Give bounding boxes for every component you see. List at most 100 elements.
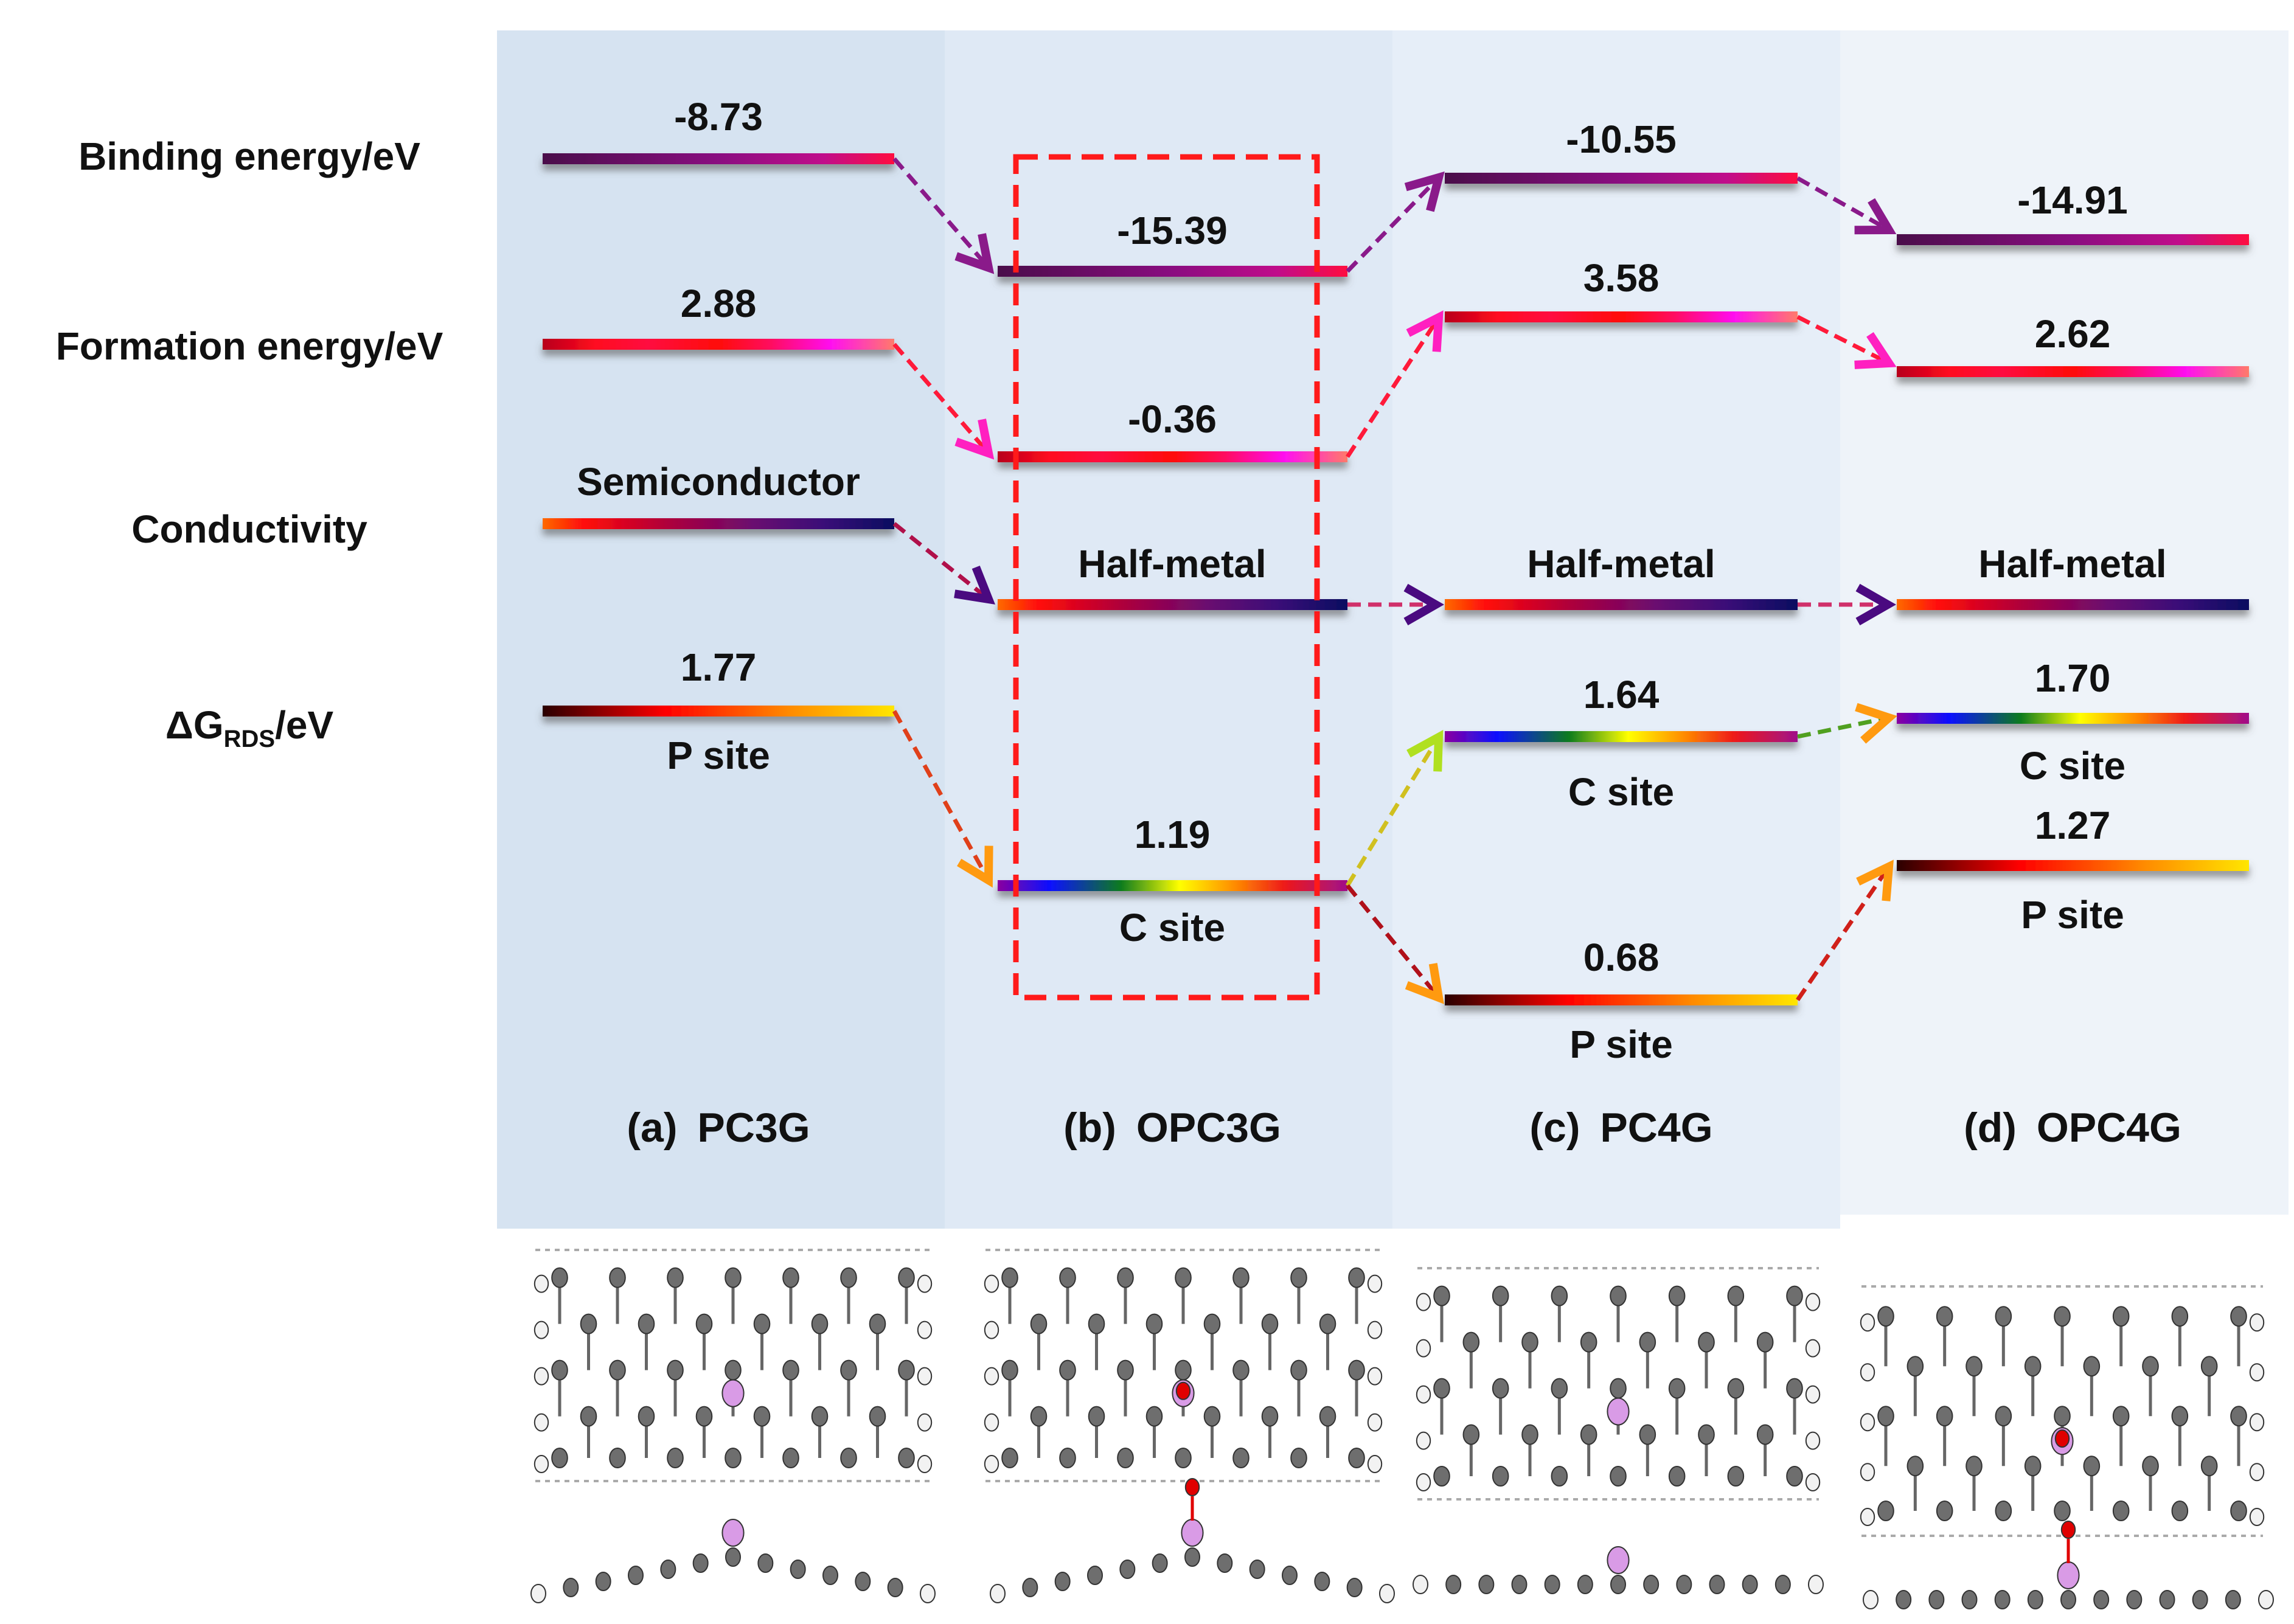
carbon-atom <box>1580 1424 1597 1445</box>
carbon-atom <box>1928 1590 1945 1609</box>
carbon-atom <box>753 1406 771 1427</box>
carbon-atom <box>1610 1285 1627 1306</box>
carbon-atom <box>2024 1456 2042 1477</box>
binding-energy-levels <box>543 153 2249 277</box>
hydrogen-atom <box>1379 1584 1395 1603</box>
carbon-atom <box>840 1359 857 1381</box>
row-label-binding: Binding energy/eV <box>78 134 420 178</box>
panel-label-c: (c) PC4G <box>1529 1105 1713 1151</box>
dg-symbol: ΔG <box>165 703 224 747</box>
carbon-atom <box>1261 1313 1279 1334</box>
carbon-atom <box>1727 1466 1745 1487</box>
hydrogen-atom <box>1860 1463 1875 1482</box>
hydrogen-atom <box>917 1274 933 1293</box>
hydrogen-atom <box>1367 1274 1383 1293</box>
carbon-atom <box>1961 1590 1978 1609</box>
carbon-atom <box>2060 1590 2076 1609</box>
value-binding-c: -10.55 <box>1566 117 1677 161</box>
carbon-atom <box>2142 1456 2159 1477</box>
carbon-atom <box>1639 1331 1656 1353</box>
hydrogen-atom <box>917 1413 933 1432</box>
hydrogen-atom <box>984 1413 999 1432</box>
carbon-atom <box>1786 1466 1803 1487</box>
value-conductivity-c: Half-metal <box>1527 542 1715 586</box>
carbon-atom <box>695 1313 713 1334</box>
carbon-atom <box>1966 1456 1983 1477</box>
hydrogen-atom <box>1805 1339 1821 1358</box>
hydrogen-atom <box>1805 1293 1821 1311</box>
carbon-atom <box>1319 1313 1336 1334</box>
carbon-atom <box>595 1572 611 1591</box>
hydrogen-atom <box>534 1367 549 1386</box>
carbon-atom <box>1966 1356 1983 1377</box>
carbon-atom <box>1492 1466 1509 1487</box>
panel-label-b: (b) OPC3G <box>1063 1105 1281 1151</box>
carbon-atom <box>638 1313 655 1334</box>
carbon-atom <box>609 1448 626 1468</box>
hydrogen-atom <box>530 1584 546 1603</box>
carbon-atom <box>1203 1406 1221 1427</box>
carbon-atom <box>1249 1560 1265 1579</box>
carbon-atom <box>1462 1331 1480 1353</box>
carbon-atom <box>1676 1575 1692 1594</box>
carbon-atom <box>1709 1575 1725 1594</box>
panel-label-d: (d) OPC4G <box>1964 1105 2181 1151</box>
carbon-atom <box>1511 1575 1528 1594</box>
carbon-atom <box>1232 1448 1250 1468</box>
hydrogen-atom <box>2249 1363 2265 1382</box>
carbon-atom <box>580 1406 597 1427</box>
hydrogen-atom <box>1367 1367 1383 1386</box>
carbon-atom <box>1786 1378 1803 1399</box>
value-binding-b: -15.39 <box>1117 209 1228 252</box>
site-dg-c-csite: C site <box>1568 770 1675 814</box>
carbon-atom <box>2230 1501 2247 1521</box>
site-dg-a: P site <box>667 734 770 777</box>
carbon-atom <box>1462 1424 1480 1445</box>
phosphorus-atom <box>2057 1561 2080 1589</box>
carbon-atom <box>563 1578 579 1597</box>
carbon-atom <box>1756 1331 1774 1353</box>
hydrogen-atom <box>1808 1575 1824 1594</box>
carbon-atom <box>869 1313 886 1334</box>
row-label-dg-rds: ΔGRDS/eV <box>165 703 333 753</box>
carbon-atom <box>1668 1466 1686 1487</box>
hydrogen-atom <box>1413 1575 1428 1594</box>
carbon-atom <box>1088 1313 1105 1334</box>
carbon-atom <box>1290 1267 1307 1288</box>
carbon-atom <box>2192 1590 2208 1609</box>
carbon-atom <box>1896 1590 1912 1609</box>
phosphorus-atom <box>1181 1519 1204 1547</box>
carbon-atom <box>1492 1378 1509 1399</box>
value-dg-b: 1.19 <box>1134 813 1211 856</box>
oxygen-atom <box>2054 1429 2070 1448</box>
carbon-atom <box>782 1448 799 1468</box>
carbon-atom <box>887 1578 903 1597</box>
carbon-atom <box>1521 1331 1538 1353</box>
carbon-atom <box>2054 1406 2071 1427</box>
carbon-atom <box>1290 1448 1307 1468</box>
hydrogen-atom <box>984 1274 999 1293</box>
phosphorus-atom <box>1607 1397 1630 1426</box>
carbon-atom <box>1877 1501 1894 1521</box>
oxygen-atom <box>1184 1478 1200 1496</box>
carbon-atom <box>1521 1424 1538 1445</box>
carbon-atom <box>1756 1424 1774 1445</box>
carbon-atom <box>822 1566 838 1585</box>
carbon-atom <box>2159 1590 2175 1609</box>
hydrogen-atom <box>1416 1431 1431 1450</box>
carbon-atom <box>1698 1424 1715 1445</box>
carbon-atom <box>638 1406 655 1427</box>
carbon-atom <box>782 1267 799 1288</box>
carbon-atom <box>1643 1575 1660 1594</box>
carbon-atom <box>1346 1578 1363 1597</box>
carbon-atom <box>790 1560 806 1579</box>
carbon-atom <box>1001 1267 1018 1288</box>
carbon-atom <box>1433 1466 1450 1487</box>
value-dg-a: 1.77 <box>680 645 757 689</box>
value-conductivity-b: Half-metal <box>1078 542 1267 586</box>
carbon-atom <box>1059 1359 1076 1381</box>
hydrogen-atom <box>2249 1508 2265 1526</box>
hydrogen-atom <box>1860 1413 1875 1432</box>
carbon-atom <box>2171 1501 2189 1521</box>
